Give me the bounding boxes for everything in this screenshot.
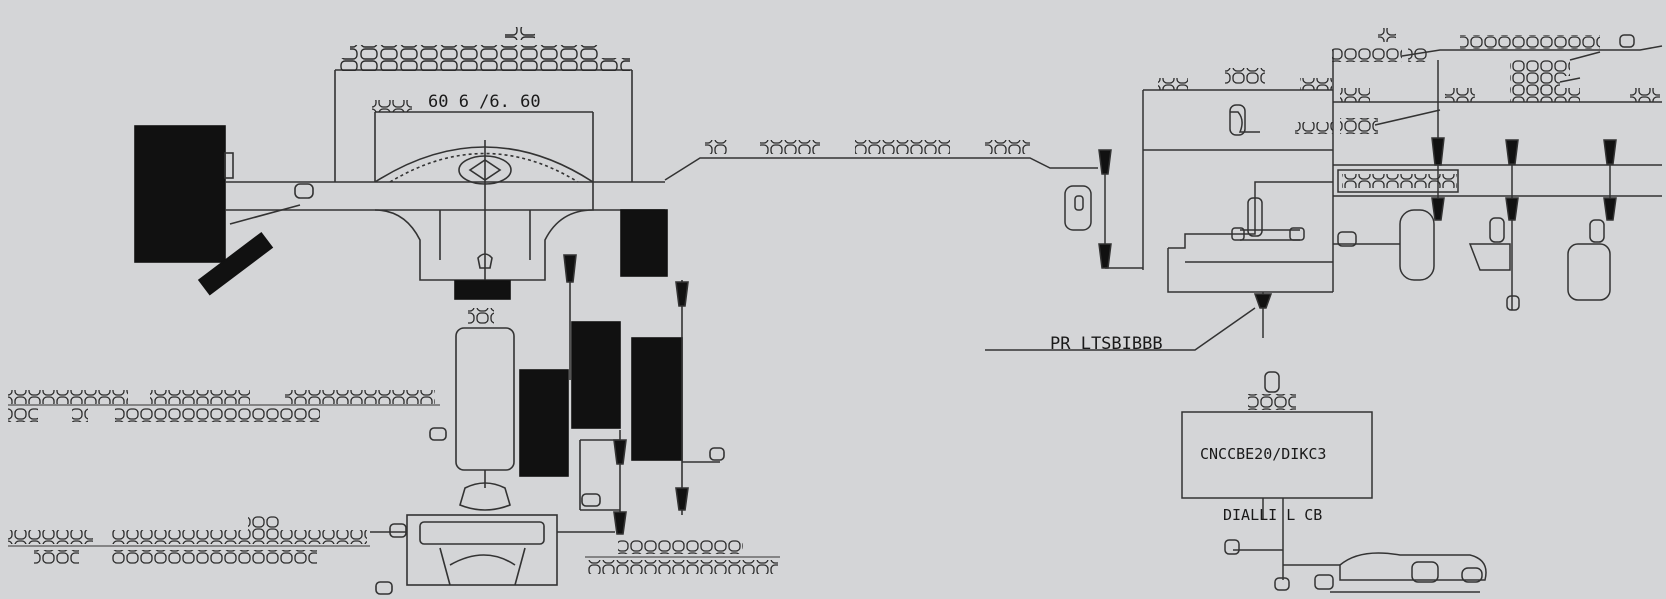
cylinder: [455, 327, 515, 471]
block-center-1: [519, 369, 569, 477]
solid-block-left: [134, 125, 226, 263]
block-center-2: [571, 321, 621, 429]
top-dimension-label: 60 6 /6. 60: [428, 92, 541, 112]
right-assembly: [985, 28, 1663, 593]
label-box: [1181, 411, 1373, 499]
below-box-label: DIALLI L CB: [1223, 506, 1323, 524]
part-reference-label: PR LTSBIBBB: [1050, 334, 1163, 354]
center-connector: [664, 140, 1098, 181]
block-center-3: [631, 337, 683, 461]
base-fixture: [406, 514, 558, 586]
top-frame: [334, 69, 633, 182]
slanted-bar: [197, 231, 274, 296]
left-assembly: [8, 27, 780, 595]
block-center-4: [620, 209, 668, 277]
box-label: CNCCBE20/DIKC3: [1200, 445, 1327, 463]
arch-body: [374, 146, 594, 282]
